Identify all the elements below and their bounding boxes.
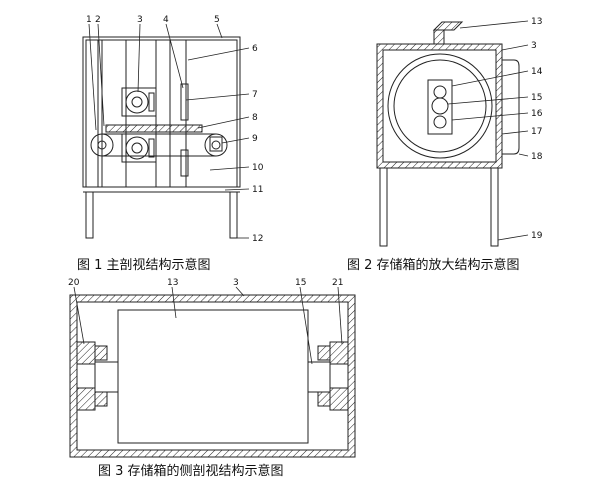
right-shaft — [307, 361, 331, 393]
lower-nut — [433, 115, 447, 129]
upper-roller-clamp — [148, 92, 155, 112]
figure-1-drawing — [82, 36, 241, 239]
fig2-label: 17 — [531, 127, 542, 137]
fig1-label: 10 — [252, 163, 264, 173]
figure-1-labels: 1 2 3 4 5 6 7 8 9 10 11 12 — [86, 15, 264, 244]
cutter-support — [180, 149, 189, 177]
fig1-label: 3 — [137, 15, 143, 25]
motor-block — [209, 136, 223, 152]
material-strip — [105, 124, 203, 133]
material-strip-outline — [105, 124, 203, 133]
figure-3-caption: 图 3 存储箱的侧剖视结构示意图 — [98, 464, 284, 479]
storage-drum-inner — [393, 59, 487, 153]
fig3-label: 3 — [233, 278, 239, 288]
frame-outline — [82, 36, 241, 188]
fig2-label: 18 — [531, 152, 543, 162]
lower-roller-hub — [131, 142, 143, 154]
figure-2-caption: 图 2 存储箱的放大结构示意图 — [347, 258, 520, 273]
fig3-label: 21 — [332, 278, 343, 288]
figure-1-caption: 图 1 主剖视结构示意图 — [77, 258, 211, 273]
figure-1-leaders — [88, 23, 250, 239]
figure-3-labels: 20 13 3 15 21 — [68, 278, 343, 288]
fig3-label: 13 — [167, 278, 178, 288]
fig1-label: 7 — [252, 90, 258, 100]
lower-roller-clamp — [148, 138, 155, 158]
upper-roller-hub — [131, 96, 143, 108]
fig2-label: 19 — [531, 231, 543, 241]
feed-chute-top — [432, 21, 464, 31]
left-bearing-upper — [76, 341, 96, 365]
right-leg — [490, 167, 499, 247]
left-pulley-hub — [97, 140, 107, 150]
fig2-label: 16 — [531, 109, 543, 119]
center-shaft — [431, 97, 449, 115]
figure-2-labels: 13 3 14 15 16 17 18 19 — [531, 17, 543, 241]
cutter-blade — [180, 83, 189, 121]
right-nut-upper — [317, 345, 331, 361]
fig2-label: 14 — [531, 67, 543, 77]
right-pulley-hub — [211, 140, 221, 150]
fig2-label: 13 — [531, 17, 542, 27]
fig1-label: 1 — [86, 15, 92, 25]
left-nut-lower — [94, 391, 108, 407]
fig1-label: 2 — [95, 15, 101, 25]
right-leg — [229, 191, 238, 239]
fig1-label: 9 — [252, 134, 258, 144]
fig1-label: 11 — [252, 185, 263, 195]
fig2-label: 3 — [531, 41, 537, 51]
frame-inner — [85, 39, 238, 188]
lower-roller-box — [121, 133, 157, 163]
box-handle — [502, 59, 520, 155]
left-nut-upper — [94, 345, 108, 361]
left-leg — [379, 167, 388, 247]
right-bearing-upper — [329, 341, 349, 365]
fig1-label: 6 — [252, 44, 258, 54]
upper-roller-box — [121, 87, 157, 117]
figure-2-leaders — [447, 20, 529, 241]
figure-3-drawing — [69, 294, 356, 458]
lower-roller — [125, 136, 149, 160]
fig2-label: 15 — [531, 93, 542, 103]
right-nut-lower — [317, 391, 331, 407]
fig1-label: 4 — [163, 15, 169, 25]
figure-2-drawing — [376, 21, 520, 247]
storage-drum-section — [117, 309, 309, 444]
left-leg — [85, 191, 94, 239]
left-shaft — [94, 361, 119, 393]
fig1-label: 5 — [214, 15, 220, 25]
left-bearing-lower — [76, 387, 96, 411]
right-bearing-lower — [329, 387, 349, 411]
fig3-label: 20 — [68, 278, 80, 288]
upper-roller — [125, 90, 149, 114]
fig1-label: 8 — [252, 113, 258, 123]
fig3-label: 15 — [295, 278, 306, 288]
fig1-label: 12 — [252, 234, 263, 244]
feed-chute — [433, 29, 445, 45]
figure-3-leaders — [73, 286, 343, 365]
